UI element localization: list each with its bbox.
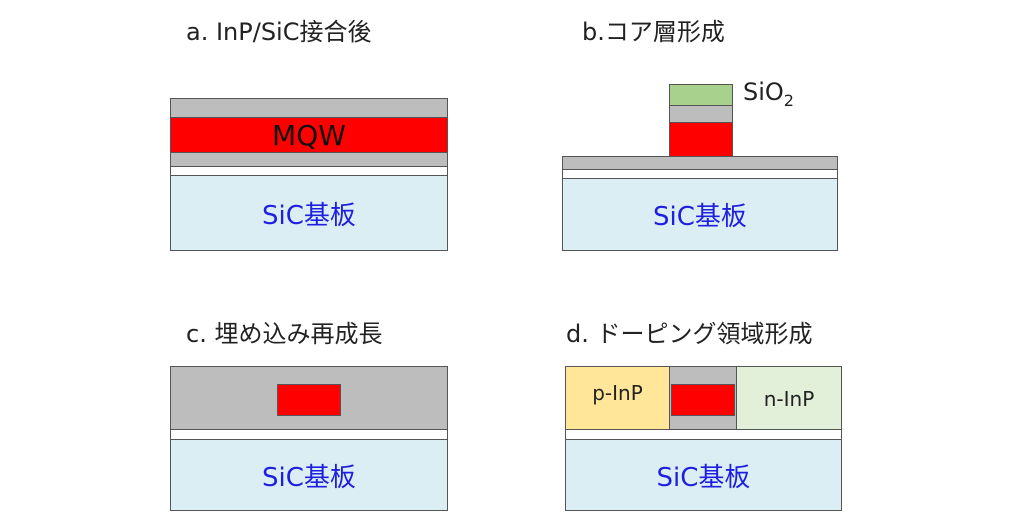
mqw-layer: MQW	[170, 117, 448, 153]
sic-substrate: SiC基板	[170, 175, 448, 251]
p-inp-label: p-InP	[592, 381, 643, 405]
sic-substrate: SiC基板	[565, 439, 842, 511]
panel-d-title: d. ドーピング領域形成	[566, 320, 813, 348]
inp-bottom-layer	[170, 152, 448, 167]
panel-b-title: b.コア層形成	[582, 18, 725, 46]
substrate-label: SiC基板	[653, 202, 747, 232]
sio2-mask	[669, 84, 733, 106]
substrate-label: SiC基板	[262, 200, 356, 231]
substrate-label: SiC基板	[262, 462, 356, 493]
substrate-label: SiC基板	[656, 462, 751, 493]
n-inp-region: n-InP	[736, 366, 842, 430]
core-inp-layer	[669, 105, 733, 123]
panel-a-title: a. InP/SiC接合後	[186, 18, 372, 46]
core-mqw	[669, 122, 733, 157]
panel-c-title: c. 埋め込み再成長	[186, 320, 383, 348]
inp-base-layer	[562, 156, 838, 170]
sio2-label: SiO2	[743, 78, 794, 110]
p-inp-region: p-InP	[565, 366, 670, 430]
mqw-label: MQW	[272, 118, 346, 152]
buried-core	[277, 384, 341, 416]
sic-substrate: SiC基板	[170, 439, 448, 511]
n-inp-label: n-InP	[763, 387, 815, 411]
inp-top-layer	[170, 98, 448, 118]
sic-substrate: SiC基板	[562, 178, 838, 251]
core-mqw	[671, 384, 735, 416]
